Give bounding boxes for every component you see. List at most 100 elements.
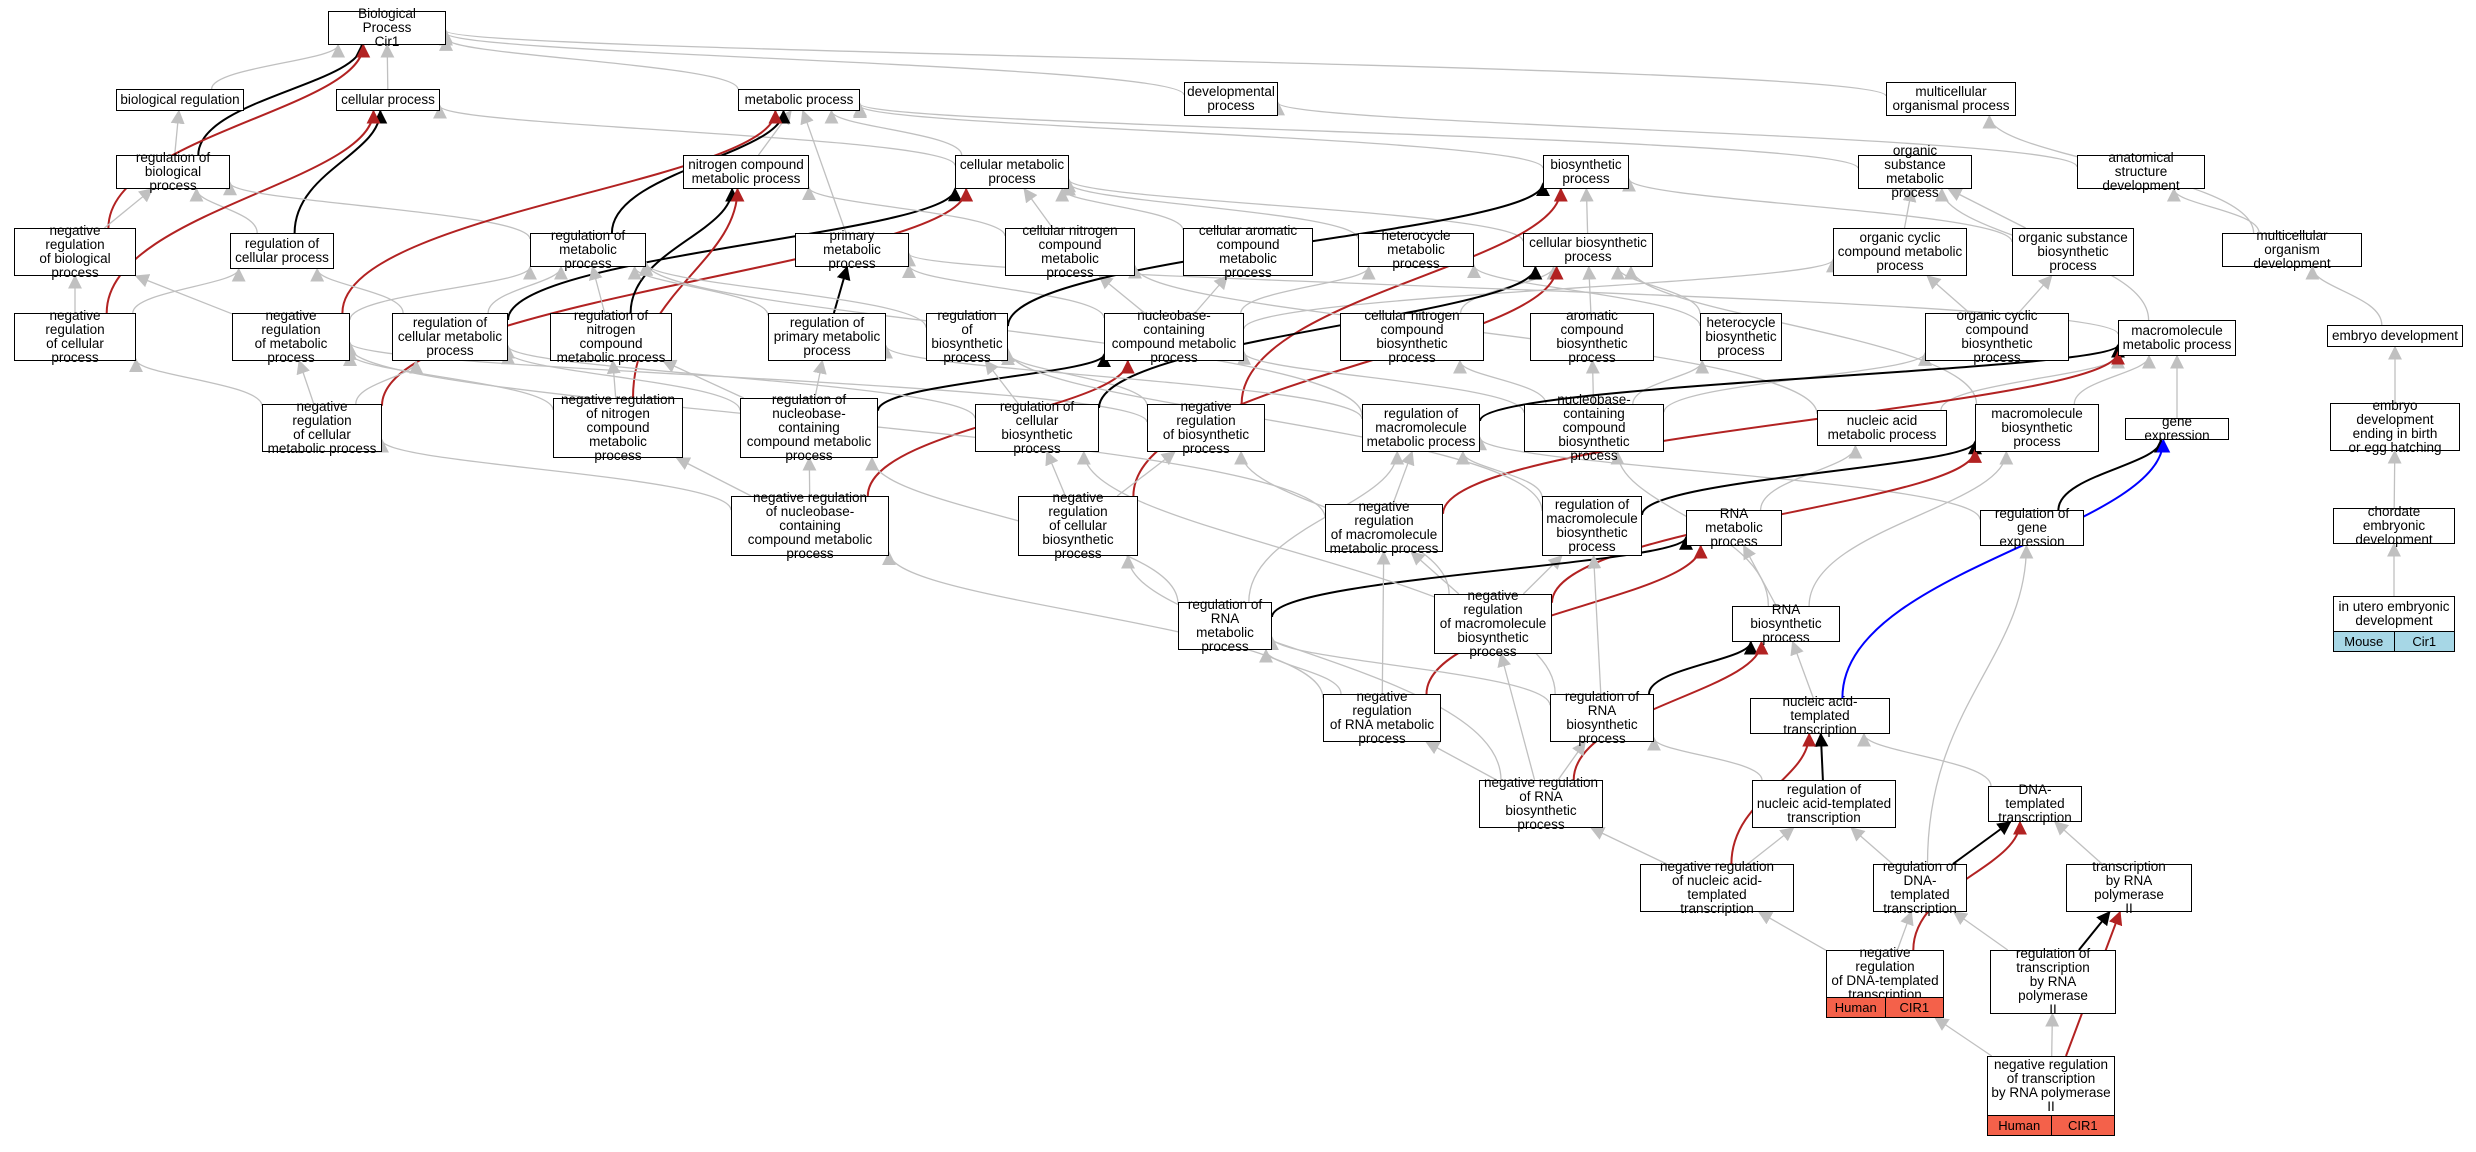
go-term-negregmacro[interactable]: negative regulation of macromolecule met… (1325, 500, 1443, 556)
go-term-negregdna[interactable]: negative regulation of DNA-templated tra… (1826, 946, 1944, 1002)
edge-nbcbio-to-cnitrobio (1453, 359, 1547, 405)
go-term-regdna[interactable]: regulation of DNA-templated transcriptio… (1873, 860, 1967, 916)
go-term-regbiosyn[interactable]: regulation of biosynthetic process (926, 309, 1008, 365)
go-term-rnabio[interactable]: RNA biosynthetic process (1732, 603, 1840, 645)
go-term-multidev[interactable]: multicellular organism development (2222, 229, 2362, 271)
go-term-negregnatrans[interactable]: negative regulation of nucleic acid-temp… (1640, 860, 1794, 916)
go-term-hetmetab[interactable]: heterocycle metabolic process (1358, 229, 1474, 271)
go-term-rnametab[interactable]: RNA metabolic process (1686, 507, 1782, 549)
go-term-arombio[interactable]: aromatic compound biosynthetic process (1530, 309, 1654, 365)
go-term-inutero[interactable]: in utero embryonic development (2333, 596, 2455, 632)
go-term-regpol2[interactable]: regulation of transcription by RNA polym… (1990, 947, 2116, 1017)
edge-multiproc-to-bp (439, 29, 1887, 97)
go-term-anat[interactable]: anatomical structure development (2077, 151, 2205, 193)
go-term-cellbiosyn[interactable]: cellular biosynthetic process (1523, 233, 1653, 267)
go-term-chordate[interactable]: chordate embryonic development (2333, 505, 2455, 547)
go-term-reggene[interactable]: regulation of gene expression (1980, 507, 2084, 549)
edge-regpol2-to-regdna (1952, 911, 2009, 951)
go-term-nbcmetab[interactable]: nucleobase-containing compound metabolic… (1104, 309, 1244, 365)
go-term-regbio[interactable]: regulation of biological process (116, 151, 230, 193)
go-term-nucmetab[interactable]: nucleic acid metabolic process (1817, 410, 1947, 446)
go-term-negregbiosyn[interactable]: negative regulation of biosynthetic proc… (1147, 400, 1265, 456)
go-term-regrna[interactable]: regulation of RNA metabolic process (1178, 598, 1272, 654)
go-term-cnitrobio[interactable]: cellular nitrogen compound biosynthetic … (1340, 309, 1484, 365)
edge-cellnitro-to-nitro (802, 186, 1006, 237)
go-term-regcell[interactable]: regulation of cellular process (230, 233, 334, 269)
edge-negregmacrobio-to-negregmacro (1410, 551, 1460, 595)
go-term-nitro[interactable]: nitrogen compound metabolic process (683, 155, 809, 189)
go-term-regnbc[interactable]: regulation of nucleobase-containing comp… (740, 393, 878, 463)
edge-cellproc-to-bp (380, 43, 395, 90)
go-term-devproc[interactable]: developmental process (1184, 82, 1278, 116)
go-term-negregnbc[interactable]: negative regulation of nucleobase-contai… (731, 491, 889, 561)
edge-devproc-to-bp (439, 31, 1185, 96)
edge-negregpol2-to-regpol2 (2045, 1012, 2060, 1057)
go-term-negregmacrobio[interactable]: negative regulation of macromolecule bio… (1434, 589, 1552, 659)
edge-regmacrobio-to-macrobio (1641, 440, 1982, 516)
go-term-negregcellmetab[interactable]: negative regulation of cellular metaboli… (262, 400, 382, 456)
go-term-orgcycbio[interactable]: organic cyclic compound biosynthetic pro… (1925, 309, 2069, 365)
edge-regcellbio-to-regbiosyn (984, 359, 1020, 405)
edge-negregrna-to-regrna (1259, 648, 1342, 695)
go-term-cellmetab[interactable]: cellular metabolic process (955, 155, 1069, 189)
go-term-negregmetab[interactable]: negative regulation of metabolic process (232, 309, 350, 365)
go-term-embdev[interactable]: embryo development (2327, 325, 2463, 347)
edge-reggene-to-regmacro (1473, 436, 1981, 520)
edge-negregmacrobio-to-regmacrobio (1522, 555, 1563, 595)
go-term-regmacrobio[interactable]: regulation of macromolecule biosynthetic… (1542, 496, 1642, 556)
edge-natrans-to-geneexp (1841, 438, 2171, 699)
go-term-bioreg[interactable]: biological regulation (116, 89, 244, 111)
go-term-regmetab[interactable]: regulation of metabolic process (530, 229, 646, 271)
go-term-metab[interactable]: metabolic process (738, 89, 860, 111)
go-term-regprim[interactable]: regulation of primary metabolic process (768, 313, 886, 361)
go-term-regnitro[interactable]: regulation of nitrogen compound metaboli… (550, 309, 672, 365)
go-term-cellarom[interactable]: cellular aromatic compound metabolic pro… (1183, 224, 1313, 280)
edge-negregmetab-to-metab (341, 109, 783, 314)
edge-dnatrans-to-natrans (1857, 732, 1992, 787)
edge-regdna-to-dnatrans (1952, 821, 2012, 865)
go-term-negregrna[interactable]: negative regulation of RNA metabolic pro… (1323, 690, 1441, 746)
go-term-macrometab[interactable]: macromolecule metabolic process (2118, 320, 2236, 356)
go-term-macrobio[interactable]: macromolecule biosynthetic process (1975, 404, 2099, 452)
go-term-orgsubbio[interactable]: organic substance biosynthetic process (2012, 228, 2134, 276)
go-term-negregbio[interactable]: negative regulation of biological proces… (14, 224, 136, 280)
gene-label: Cir1 (2393, 632, 2455, 651)
go-term-negregcell[interactable]: negative regulation of cellular process (14, 309, 136, 365)
edge-negregmetab-to-negregbio (134, 274, 233, 315)
go-term-negregcellbio[interactable]: negative regulation of cellular biosynth… (1018, 491, 1138, 561)
go-term-regcellbio[interactable]: regulation of cellular biosynthetic proc… (975, 400, 1099, 456)
edge-nbcmetab-to-cellarom (1194, 274, 1229, 314)
go-term-regrnabio[interactable]: regulation of RNA biosynthetic process (1550, 690, 1654, 746)
go-term-regcellmetab[interactable]: regulation of cellular metabolic process (392, 313, 508, 361)
go-term-cellproc[interactable]: cellular process (336, 89, 440, 111)
edge-regbiosyn-to-regmetab (639, 261, 927, 328)
edge-negregdna-to-negregnatrans (1757, 911, 1827, 951)
go-term-negregnitro[interactable]: negative regulation of nitrogen compound… (553, 393, 683, 463)
go-term-regnatrans[interactable]: regulation of nucleic acid-templated tra… (1752, 780, 1896, 828)
edge-negregmacro-to-regmacro (1392, 450, 1415, 505)
go-term-orgcyc[interactable]: organic cyclic compound metabolic proces… (1833, 228, 1967, 276)
edge-macrobio-to-macrometab (2073, 354, 2156, 405)
go-term-rnapol2[interactable]: transcription by RNA polymerase II (2066, 860, 2192, 916)
go-term-hetbio[interactable]: heterocycle biosynthetic process (1700, 313, 1782, 361)
go-term-dnatrans[interactable]: DNA-templated transcription (1988, 783, 2082, 825)
edge-metab-to-bp (439, 36, 739, 90)
go-term-negregpol2[interactable]: negative regulation of transcription by … (1987, 1056, 2115, 1116)
edge-embdev-to-multidev (2305, 265, 2383, 326)
edge-regnbc-to-nbcmetab (877, 353, 1111, 412)
go-term-natrans[interactable]: nucleic acid-templated transcription (1750, 695, 1890, 737)
go-term-geneexp[interactable]: gene expression (2125, 415, 2229, 443)
edge-regcell-to-regbio (189, 187, 258, 234)
go-term-embbirth[interactable]: embryo development ending in birth or eg… (2330, 399, 2460, 455)
go-term-bp[interactable]: Biological Process Cir1 (328, 7, 446, 49)
edge-negregnbc-to-negregcellmetab (375, 438, 732, 511)
go-term-regmacro[interactable]: regulation of macromolecule metabolic pr… (1362, 404, 1480, 452)
go-term-biosyn[interactable]: biosynthetic process (1543, 155, 1629, 189)
go-term-primmetab[interactable]: primary metabolic process (795, 229, 909, 271)
edge-biosyn-to-metab (853, 104, 1544, 169)
go-term-negregrnabio[interactable]: negative regulation of RNA biosynthetic … (1479, 776, 1603, 832)
go-term-nbcbio[interactable]: nucleobase-containing compound biosynthe… (1524, 393, 1664, 463)
go-term-cellnitro[interactable]: cellular nitrogen compound metabolic pro… (1005, 224, 1135, 280)
go-term-orgsub[interactable]: organic substance metabolic process (1858, 144, 1972, 200)
go-term-multiproc[interactable]: multicellular organismal process (1886, 82, 2016, 116)
